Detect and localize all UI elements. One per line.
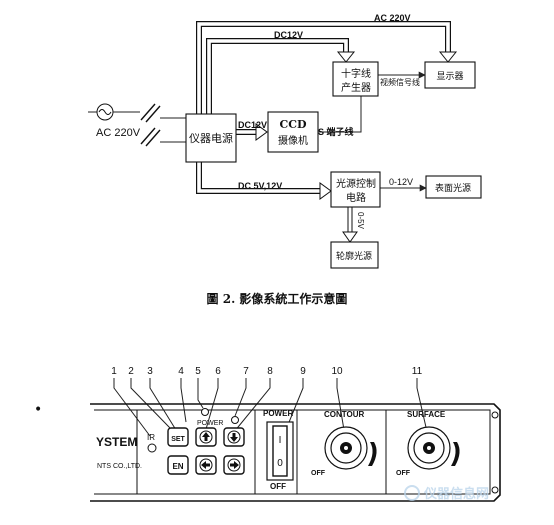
ac-to-display-label: AC 220V — [374, 13, 411, 23]
video-line-label: 视频信号线 — [380, 77, 420, 87]
dc12-top-label: DC12V — [274, 30, 303, 40]
power-label-top: POWER — [197, 420, 223, 427]
contour-knob[interactable] — [324, 426, 368, 470]
switch-contact-icon — [120, 103, 186, 147]
set-button-label: SET — [171, 436, 185, 443]
indicator-led-right — [231, 416, 239, 424]
callout-1: 1 — [111, 366, 117, 377]
enter-button-label: EN — [172, 462, 183, 471]
indicator-led-left — [201, 408, 209, 416]
set-button[interactable]: SET — [167, 427, 189, 447]
power-rocker-switch[interactable]: I 0 — [266, 421, 294, 481]
callout-11: 11 — [412, 366, 423, 377]
display-box — [424, 61, 476, 89]
switch-on-mark: I — [279, 435, 282, 446]
ccd-camera-label: 摄像机 — [278, 134, 308, 147]
surface-off-label: OFF — [396, 470, 411, 477]
callout-6: 6 — [215, 366, 221, 377]
bullet-mark: • — [34, 402, 42, 418]
power-unit-label: 仪器电源 — [189, 131, 233, 145]
ir-sensor — [147, 443, 157, 453]
keypad: SET EN — [167, 427, 245, 475]
crosshair-label-2: 产生器 — [341, 81, 371, 94]
callout-8: 8 — [267, 366, 273, 377]
light-control-label-2: 电路 — [346, 191, 366, 204]
v0-12-label: 0-12V — [389, 177, 413, 187]
callout-leaders — [113, 378, 429, 437]
down-arrow-icon — [230, 433, 238, 442]
dc12-ccd-label: DC12V — [238, 120, 267, 130]
arc-indicator-icon — [451, 442, 460, 466]
brand-text: YSTEM — [96, 435, 137, 449]
callout-numbers: 1 2 3 4 5 6 7 8 9 10 11 — [111, 366, 422, 377]
callout-3: 3 — [147, 366, 153, 377]
watermark: 仪器信息网 — [404, 485, 489, 501]
ccd-label: CCD — [279, 118, 307, 131]
ccd-camera-box — [267, 111, 319, 153]
down-button[interactable] — [223, 427, 245, 447]
callout-4: 4 — [178, 366, 184, 377]
surface-knob[interactable] — [407, 426, 451, 470]
callout-9: 9 — [300, 366, 306, 377]
left-arrow-icon — [201, 461, 210, 469]
company-text: NTS CO.,LTD. — [97, 463, 142, 470]
enter-button[interactable]: EN — [167, 455, 189, 475]
v0-5-label: 0-5V — [356, 212, 365, 230]
s-terminal-label: S 端子线 — [318, 126, 354, 137]
light-control-box — [330, 171, 381, 208]
contour-label: CONTOUR — [324, 410, 365, 419]
switch-off-label: OFF — [270, 482, 286, 491]
light-control-label-1: 光源控制 — [336, 177, 376, 190]
power-distribution-lines — [196, 21, 458, 200]
crosshair-label-1: 十字线 — [341, 67, 371, 80]
front-panel-diagram: • 1 2 3 4 5 6 7 8 9 10 11 — [34, 366, 501, 502]
watermark-text: 仪器信息网 — [423, 486, 489, 501]
callout-10: 10 — [331, 366, 343, 377]
surface-light-box — [425, 175, 482, 199]
power-unit-box — [185, 113, 237, 163]
up-button[interactable] — [195, 427, 217, 447]
switch-off-mark: 0 — [277, 458, 283, 469]
contour-light-label: 轮廓光源 — [336, 250, 372, 262]
callout-5: 5 — [195, 366, 201, 377]
callout-2: 2 — [128, 366, 134, 377]
ir-label: IR — [147, 433, 155, 442]
left-button[interactable] — [195, 455, 217, 475]
arc-indicator-icon — [368, 442, 377, 466]
right-button[interactable] — [223, 455, 245, 475]
figure-caption: 圖 2. 影像系統工作示意圖 — [207, 291, 348, 306]
crosshair-generator-box — [332, 61, 379, 97]
block-diagram: AC 220V — [88, 13, 482, 306]
contour-light-box — [330, 241, 379, 269]
callout-7: 7 — [243, 366, 249, 377]
surface-light-label: 表面光源 — [435, 182, 471, 194]
contour-off-label: OFF — [311, 470, 326, 477]
dc5-12-label: DC 5V,12V — [238, 181, 282, 191]
surface-label: SURFACE — [407, 410, 446, 419]
up-arrow-icon — [202, 432, 210, 441]
right-arrow-icon — [230, 461, 239, 469]
display-label: 显示器 — [436, 71, 463, 82]
ac-input-label: AC 220V — [96, 127, 141, 139]
power-switch-label: POWER — [263, 409, 293, 418]
